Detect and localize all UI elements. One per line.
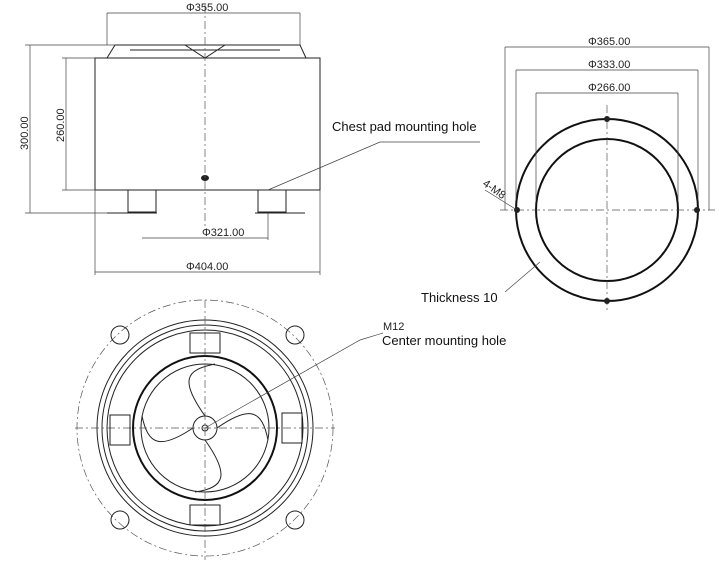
dim-total-height: 300.00 (19, 116, 31, 150)
dim-outer-diameter: Φ365.00 (588, 36, 630, 48)
thickness-callout: Thickness 10 (421, 290, 498, 305)
body-outline (94, 57, 321, 191)
side-view: Φ365.00 Φ333.00 Φ266.00 4-M8 Thickness 1… (421, 36, 715, 312)
center-hole-callout: Center mounting hole (382, 333, 506, 348)
top-cap (106, 44, 307, 59)
dim-inner-diameter: Φ266.00 (588, 82, 630, 94)
dim-base-diameter: Φ404.00 (186, 261, 228, 273)
dim-body-height: 260.00 (55, 108, 67, 142)
dim-middle-diameter: Φ333.00 (588, 59, 630, 71)
bottom-view: M12 Center mounting hole (75, 299, 506, 560)
dim-feet-diameter: Φ321.00 (202, 227, 244, 239)
dim-thread: M12 (383, 321, 404, 333)
chest-pad-callout: Chest pad mounting hole (332, 119, 477, 134)
dim-holes: 4-M8 (480, 178, 507, 202)
foot-left (127, 189, 157, 213)
front-view: Φ355.00 300.00 260.00 Φ321.00 Φ404.00 Ch… (19, 2, 480, 275)
foot-right (257, 189, 287, 213)
dim-top-diameter: Φ355.00 (186, 2, 228, 14)
